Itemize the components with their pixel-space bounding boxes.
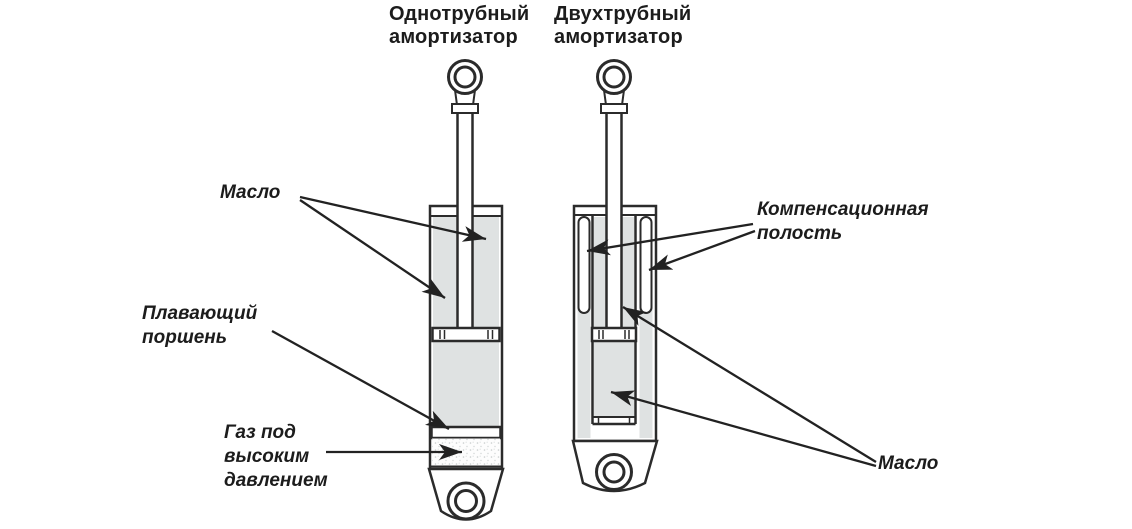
twintube-bottom-eyelet-hole [602, 460, 626, 484]
twintube-shock-drawing [571, 59, 659, 493]
oil-right-arrow-upper [622, 306, 877, 463]
twintube-cavity-gas-pocket-left [577, 216, 591, 314]
twintube-cavity-oil-right [639, 308, 653, 438]
monotube-shock-drawing [427, 59, 505, 521]
monotube-piston [431, 326, 501, 343]
twintube-top-eyelet-hole [602, 65, 626, 89]
monotube-top-eyelet-hole [453, 65, 477, 89]
monotube-collar [451, 103, 479, 114]
twintube-cavity-gas-pocket-right [639, 216, 653, 314]
label-oil-left: Масло [220, 182, 281, 203]
title-twintube: Двухтрубный амортизатор [554, 3, 692, 48]
compensation-cavity-arrow-right [648, 229, 756, 272]
compensation-cavity-arrow-left [586, 222, 754, 256]
monotube-floating-piston [430, 425, 502, 440]
label-gas-high-pressure: Газ под высоким давлением [224, 422, 328, 491]
floating-piston-arrow [271, 329, 450, 431]
twintube-cavity-oil-left [577, 308, 591, 438]
oil-left-arrow-lower [299, 199, 446, 299]
label-floating-piston: Плавающий поршень [142, 303, 258, 348]
twintube-collar [600, 103, 628, 114]
annotation-arrows [271, 195, 877, 468]
label-compensation-cavity: Компенсационная полость [757, 199, 929, 244]
monotube-bottom-eyelet-hole [454, 489, 478, 513]
twintube-piston [590, 326, 638, 343]
oil-right-arrow-lower [610, 390, 877, 468]
monotube-rod [456, 110, 474, 334]
title-monotube: Однотрубный амортизатор [389, 3, 530, 48]
label-oil-right: Масло [878, 453, 939, 474]
twintube-base-valve [592, 416, 636, 426]
twintube-rod [605, 110, 623, 334]
oil-left-arrow-upper [299, 195, 487, 242]
